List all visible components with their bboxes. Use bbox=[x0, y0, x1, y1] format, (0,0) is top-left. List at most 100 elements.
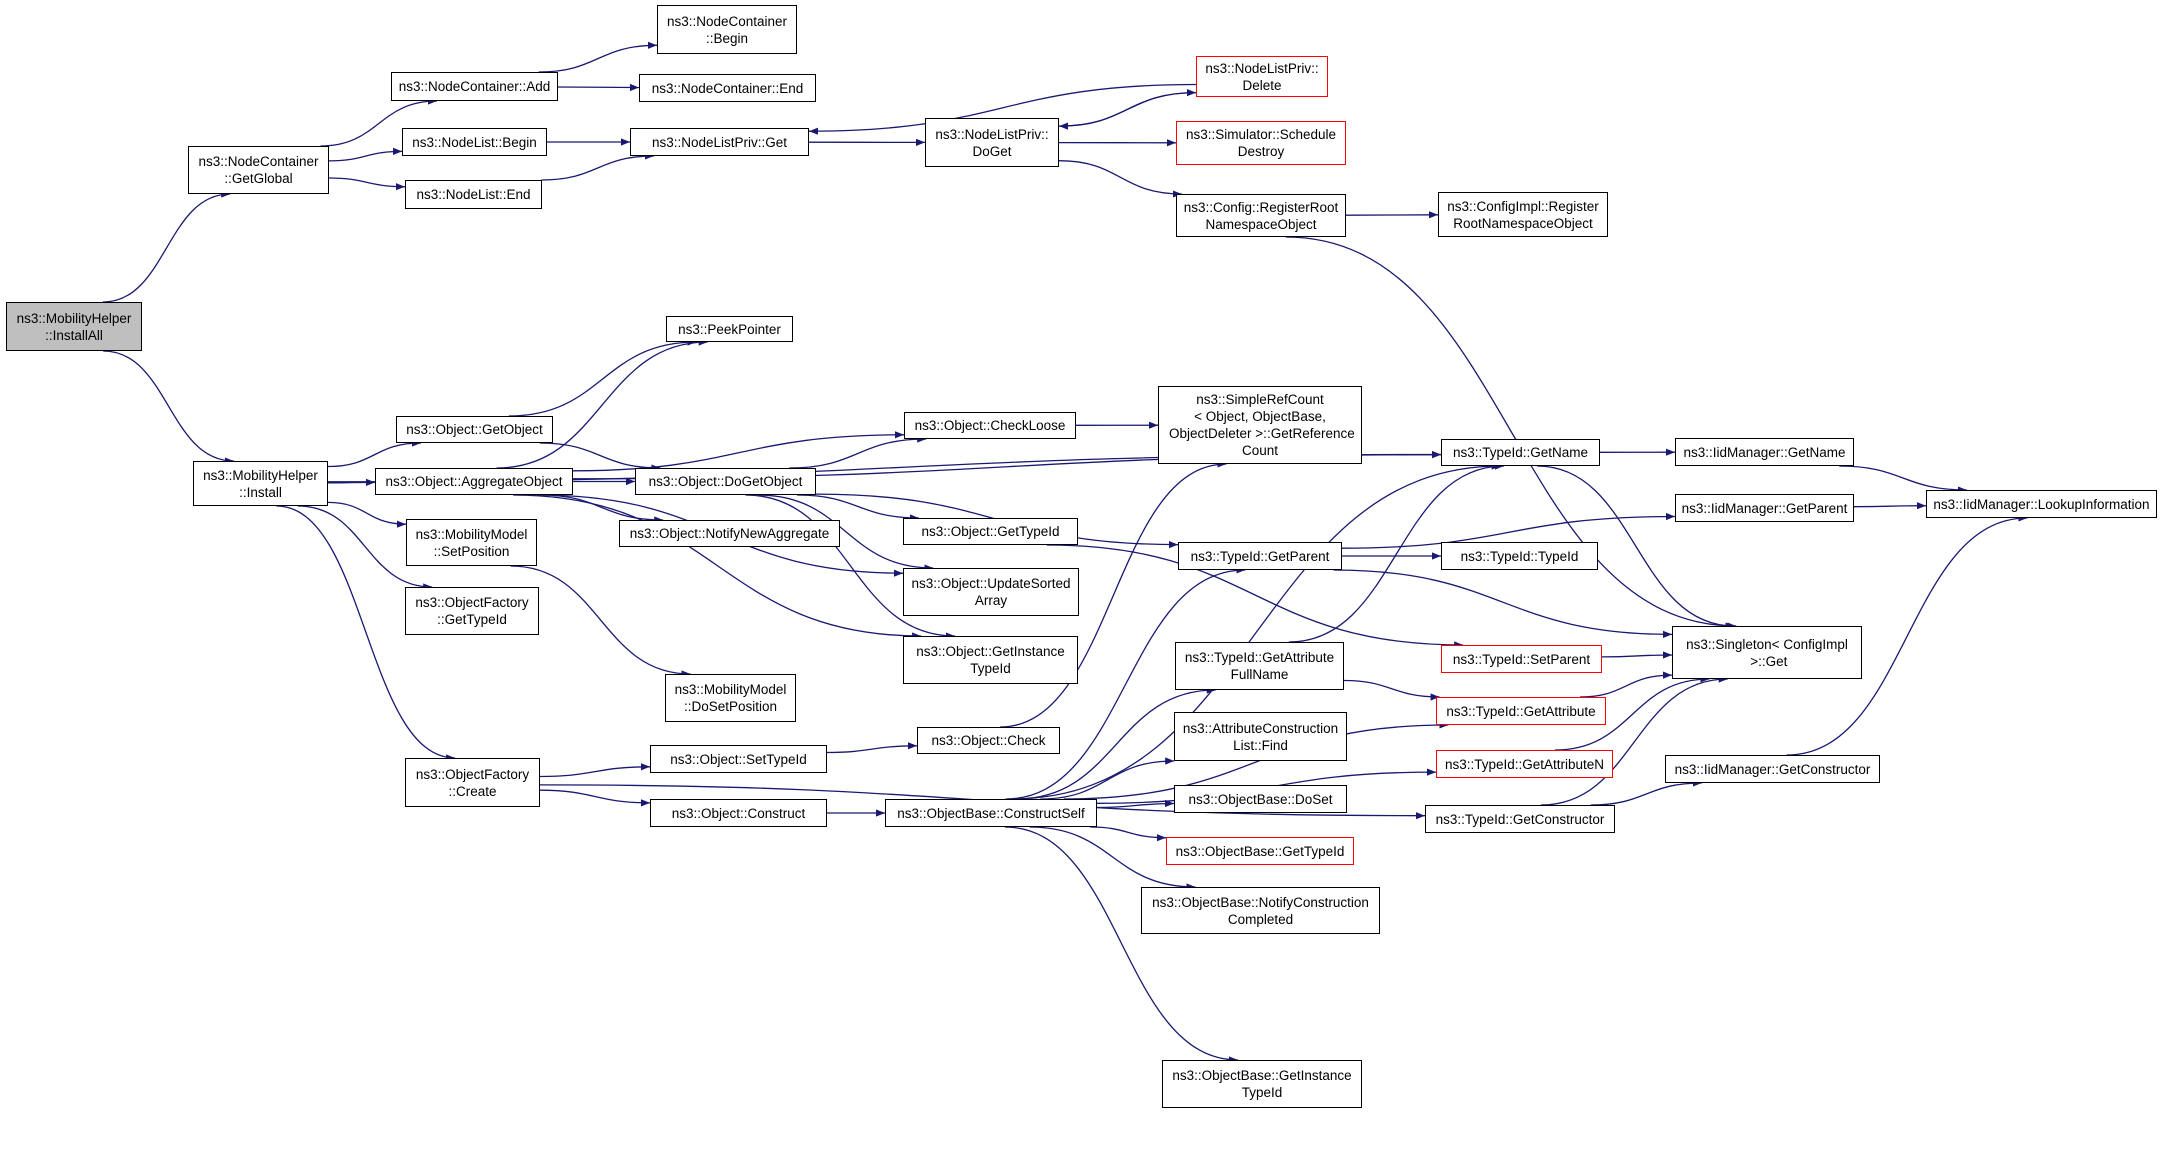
node-tid-typeid[interactable]: ns3::TypeId::TypeId bbox=[1441, 542, 1598, 570]
edge-ob-constructself-to-tid-getparent bbox=[1005, 566, 1246, 800]
edge-iid-getparent-to-iid-lookup bbox=[1853, 502, 1927, 510]
node-nc-add[interactable]: ns3::NodeContainer::Add bbox=[391, 72, 558, 101]
edge-mh-install-to-of-gettypeid bbox=[297, 505, 433, 591]
edge-cfg-register-to-singleton-get bbox=[1285, 236, 1737, 630]
edge-tid-getname-to-singleton-get bbox=[1537, 465, 1735, 630]
edge-tid-getconstructor-to-iid-getconstructor bbox=[1590, 779, 1702, 806]
node-obj-dogetobject[interactable]: ns3::Object::DoGetObject bbox=[635, 468, 816, 495]
node-obj-getobject[interactable]: ns3::Object::GetObject bbox=[396, 416, 553, 443]
edge-obj-getobject-to-peekpointer bbox=[508, 338, 697, 417]
node-cfg-register[interactable]: ns3::Config::RegisterRoot NamespaceObjec… bbox=[1176, 194, 1346, 237]
node-iid-getname[interactable]: ns3::IidManager::GetName bbox=[1675, 438, 1854, 466]
node-cfgimpl-register[interactable]: ns3::ConfigImpl::Register RootNamespaceO… bbox=[1438, 192, 1608, 237]
node-mm-setposition[interactable]: ns3::MobilityModel ::SetPosition bbox=[406, 519, 537, 566]
node-simplerefcount[interactable]: ns3::SimpleRefCount < Object, ObjectBase… bbox=[1158, 386, 1362, 464]
edge-mh-install-to-obj-getobject bbox=[327, 439, 422, 468]
edge-mh-install-to-mm-setposition bbox=[327, 501, 407, 528]
edge-installall-to-nc-getglobal bbox=[102, 190, 231, 303]
edge-ob-constructself-to-tid-getname bbox=[1011, 462, 1501, 800]
edge-obj-gettypeid-to-tid-setparent bbox=[1046, 544, 1464, 649]
edge-nc-add-to-nc-begin bbox=[538, 41, 658, 73]
edge-nc-add-to-nc-end bbox=[557, 83, 640, 92]
edge-nlp-doget-to-cfg-register bbox=[1058, 160, 1182, 198]
node-iid-getparent[interactable]: ns3::IidManager::GetParent bbox=[1675, 494, 1854, 522]
node-iid-lookup[interactable]: ns3::IidManager::LookupInformation bbox=[1926, 490, 2157, 518]
edge-obj-aggregate-to-peekpointer bbox=[496, 338, 708, 469]
node-ob-notifyconstruction[interactable]: ns3::ObjectBase::NotifyConstruction Comp… bbox=[1141, 887, 1380, 934]
edge-tid-setparent-to-singleton-get bbox=[1601, 651, 1673, 659]
node-sim-schedule[interactable]: ns3::Simulator::Schedule Destroy bbox=[1176, 121, 1346, 165]
edge-tid-getparent-to-singleton-get bbox=[1333, 569, 1673, 638]
node-nl-begin[interactable]: ns3::NodeList::Begin bbox=[402, 128, 547, 156]
node-obj-notifyagg[interactable]: ns3::Object::NotifyNewAggregate bbox=[619, 520, 840, 547]
edge-obj-dogetobject-to-obj-updatesorted bbox=[757, 494, 934, 572]
node-tid-getattrfull[interactable]: ns3::TypeId::GetAttribute FullName bbox=[1175, 642, 1344, 690]
node-obj-check[interactable]: ns3::Object::Check bbox=[917, 727, 1060, 754]
edge-nc-getglobal-to-nl-end bbox=[328, 177, 406, 191]
node-tid-getname[interactable]: ns3::TypeId::GetName bbox=[1441, 439, 1600, 466]
node-nlp-doget[interactable]: ns3::NodeListPriv:: DoGet bbox=[925, 118, 1059, 167]
node-installall[interactable]: ns3::MobilityHelper ::InstallAll bbox=[6, 302, 142, 351]
edge-nlp-delete-to-nlp-get bbox=[808, 83, 1197, 135]
node-obj-aggregate[interactable]: ns3::Object::AggregateObject bbox=[375, 468, 573, 495]
node-nc-getglobal[interactable]: ns3::NodeContainer ::GetGlobal bbox=[188, 146, 329, 194]
edge-nc-getglobal-to-nl-begin bbox=[328, 147, 403, 162]
edge-of-create-to-obj-settypeid bbox=[539, 763, 651, 778]
edge-obj-dogetobject-to-obj-getinstance bbox=[745, 494, 955, 640]
edge-obj-dogetobject-to-obj-checkloose bbox=[789, 435, 927, 469]
edge-tid-getattrfull-to-tid-getattribute bbox=[1343, 679, 1440, 701]
node-obj-getinstance[interactable]: ns3::Object::GetInstance TypeId bbox=[903, 636, 1078, 684]
node-obj-settypeid[interactable]: ns3::Object::SetTypeId bbox=[650, 745, 827, 773]
edge-obj-aggregate-to-obj-checkloose bbox=[572, 431, 905, 472]
edge-nl-end-to-nlp-get bbox=[541, 152, 654, 181]
edge-iid-getname-to-iid-lookup bbox=[1839, 465, 1967, 494]
node-of-create[interactable]: ns3::ObjectFactory ::Create bbox=[405, 758, 540, 807]
node-acl-find[interactable]: ns3::AttributeConstruction List::Find bbox=[1174, 712, 1347, 761]
edge-nlp-delete-to-nlp-doget bbox=[1058, 91, 1197, 130]
node-ob-constructself[interactable]: ns3::ObjectBase::ConstructSelf bbox=[885, 799, 1097, 827]
node-tid-setparent[interactable]: ns3::TypeId::SetParent bbox=[1441, 645, 1602, 673]
edge-obj-settypeid-to-obj-check bbox=[826, 742, 918, 754]
edge-obj-getobject-to-obj-dogetobject bbox=[539, 442, 661, 472]
node-obj-construct[interactable]: ns3::Object::Construct bbox=[650, 799, 827, 827]
edge-iid-getconstructor-to-iid-lookup bbox=[1786, 514, 2028, 756]
node-ob-getinstance[interactable]: ns3::ObjectBase::GetInstance TypeId bbox=[1162, 1060, 1362, 1108]
node-iid-getconstructor[interactable]: ns3::IidManager::GetConstructor bbox=[1665, 755, 1880, 783]
edge-mm-setposition-to-mm-dosetposition bbox=[510, 565, 691, 678]
edge-ob-constructself-to-tid-getattribute bbox=[1063, 721, 1449, 800]
node-obj-gettypeid[interactable]: ns3::Object::GetTypeId bbox=[903, 518, 1078, 545]
node-tid-getparent[interactable]: ns3::TypeId::GetParent bbox=[1178, 542, 1342, 570]
node-nc-end[interactable]: ns3::NodeContainer::End bbox=[639, 74, 816, 102]
edge-tid-getattributen-to-singleton-get bbox=[1554, 675, 1710, 751]
node-nl-end[interactable]: ns3::NodeList::End bbox=[405, 180, 542, 209]
edge-mh-install-to-of-create bbox=[276, 505, 456, 762]
node-nlp-get[interactable]: ns3::NodeListPriv::Get bbox=[630, 128, 809, 156]
edge-obj-aggregate-to-obj-getinstance bbox=[513, 494, 922, 640]
edge-obj-check-to-simplerefcount bbox=[1000, 460, 1227, 728]
node-tid-getattribute[interactable]: ns3::TypeId::GetAttribute bbox=[1436, 697, 1606, 725]
edge-ob-constructself-to-ob-getinstance bbox=[1004, 826, 1239, 1064]
node-tid-getattributen[interactable]: ns3::TypeId::GetAttributeN bbox=[1436, 750, 1613, 778]
node-obj-updatesorted[interactable]: ns3::Object::UpdateSorted Array bbox=[903, 568, 1079, 616]
edge-obj-dogetobject-to-obj-gettypeid bbox=[796, 494, 920, 522]
node-peekpointer[interactable]: ns3::PeekPointer bbox=[666, 316, 793, 342]
edge-tid-getconstructor-to-singleton-get bbox=[1540, 675, 1728, 806]
node-nlp-delete[interactable]: ns3::NodeListPriv:: Delete bbox=[1196, 56, 1328, 97]
node-of-gettypeid[interactable]: ns3::ObjectFactory ::GetTypeId bbox=[405, 587, 539, 635]
edge-ob-constructself-to-ob-doset bbox=[1096, 799, 1175, 809]
node-mh-install[interactable]: ns3::MobilityHelper ::Install bbox=[193, 461, 328, 506]
node-ob-doset[interactable]: ns3::ObjectBase::DoSet bbox=[1174, 785, 1347, 813]
node-singleton-get[interactable]: ns3::Singleton< ConfigImpl >::Get bbox=[1672, 626, 1862, 679]
edge-tid-getattribute-to-singleton-get bbox=[1579, 671, 1673, 698]
edge-tid-getattrfull-to-tid-getname bbox=[1288, 462, 1505, 643]
edge-ob-constructself-to-tid-getattrfull bbox=[1016, 686, 1216, 800]
node-mm-dosetposition[interactable]: ns3::MobilityModel ::DoSetPosition bbox=[665, 674, 796, 722]
edge-nc-getglobal-to-nc-add bbox=[320, 97, 438, 147]
node-obj-checkloose[interactable]: ns3::Object::CheckLoose bbox=[904, 412, 1076, 439]
node-nc-begin[interactable]: ns3::NodeContainer ::Begin bbox=[657, 5, 797, 54]
edge-ob-constructself-to-ob-gettypeid bbox=[1090, 826, 1167, 842]
edge-installall-to-mh-install bbox=[103, 350, 234, 465]
node-tid-getconstructor[interactable]: ns3::TypeId::GetConstructor bbox=[1425, 805, 1615, 833]
node-ob-gettypeid[interactable]: ns3::ObjectBase::GetTypeId bbox=[1166, 837, 1354, 865]
